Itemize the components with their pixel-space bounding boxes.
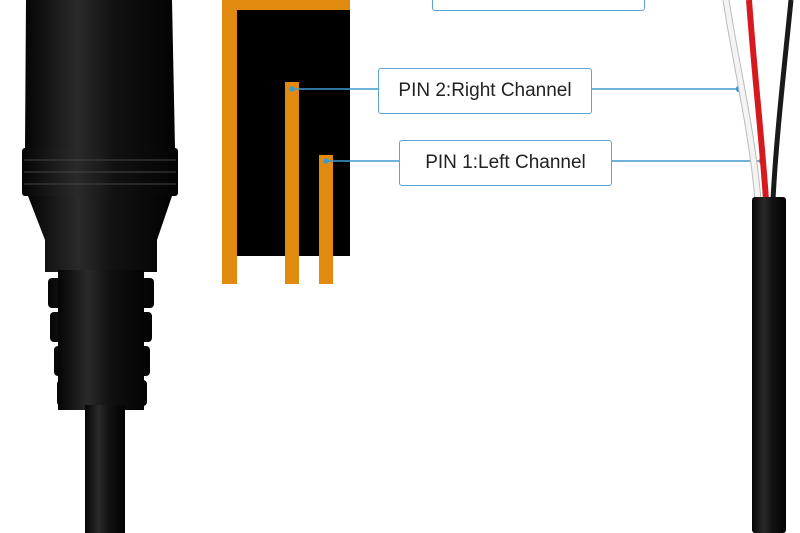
pin1-label: PIN 1:Left Channel: [399, 140, 612, 186]
top-pin-label: [432, 0, 645, 11]
pin-schematic: [222, 0, 350, 284]
pin1-contact: [319, 155, 333, 284]
female-jack-connector: [22, 0, 178, 533]
ground-contact: [222, 0, 237, 284]
bare-wire-cable: [722, 0, 794, 533]
pin2-label: PIN 2:Right Channel: [378, 68, 592, 114]
pin2-contact: [285, 82, 299, 284]
